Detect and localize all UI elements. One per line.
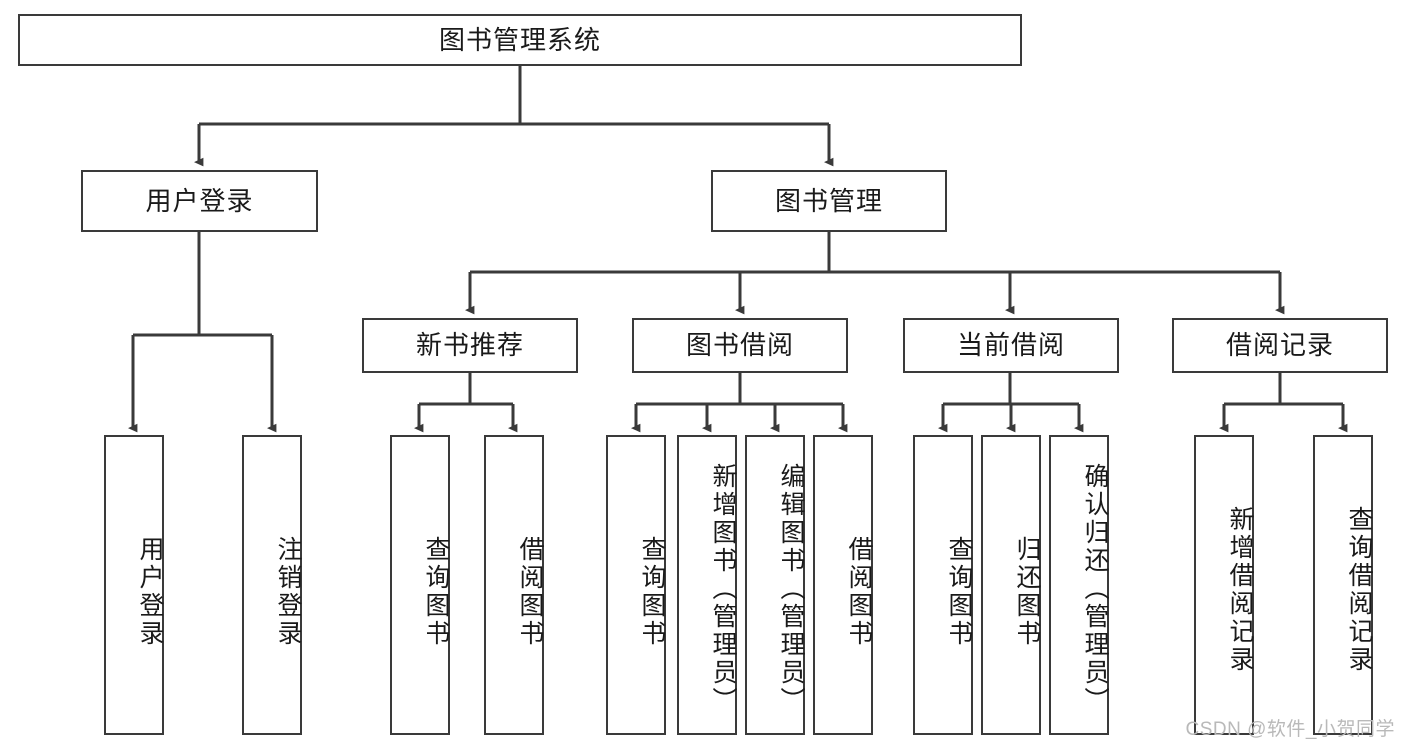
leaf-query-book-2[interactable]: 查询图书: [606, 435, 666, 735]
node-user-login[interactable]: 用户登录: [81, 170, 318, 232]
leaf-add-book-admin[interactable]: 新增图书（管理员）: [677, 435, 737, 735]
node-book-manage[interactable]: 图书管理: [711, 170, 947, 232]
node-book-borrow[interactable]: 图书借阅: [632, 318, 848, 373]
leaf-query-borrow-record[interactable]: 查询借阅记录: [1313, 435, 1373, 735]
leaf-logout-login[interactable]: 注销登录: [242, 435, 302, 735]
node-new-book-recommend[interactable]: 新书推荐: [362, 318, 578, 373]
leaf-user-login[interactable]: 用户登录: [104, 435, 164, 735]
node-borrow-record[interactable]: 借阅记录: [1172, 318, 1388, 373]
leaf-query-book-1[interactable]: 查询图书: [390, 435, 450, 735]
leaf-return-book[interactable]: 归还图书: [981, 435, 1041, 735]
leaf-borrow-book-1[interactable]: 借阅图书: [484, 435, 544, 735]
leaf-add-borrow-record[interactable]: 新增借阅记录: [1194, 435, 1254, 735]
node-current-borrow[interactable]: 当前借阅: [903, 318, 1119, 373]
leaf-confirm-return-admin[interactable]: 确认归还（管理员）: [1049, 435, 1109, 735]
leaf-borrow-book-2[interactable]: 借阅图书: [813, 435, 873, 735]
leaf-query-book-3[interactable]: 查询图书: [913, 435, 973, 735]
node-root-system[interactable]: 图书管理系统: [18, 14, 1022, 66]
watermark-text: CSDN @软件_小贺同学: [1185, 719, 1395, 740]
leaf-edit-book-admin[interactable]: 编辑图书（管理员）: [745, 435, 805, 735]
